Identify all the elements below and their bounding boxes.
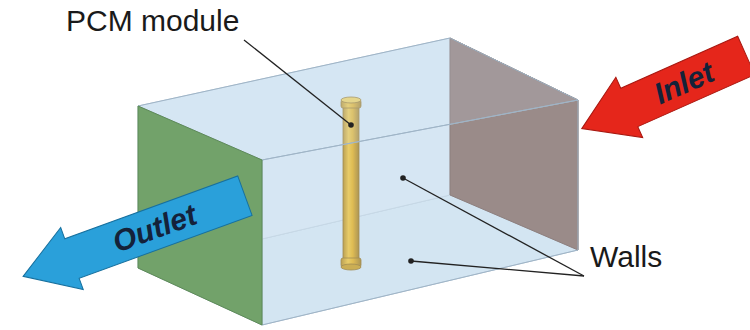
arrow-outline <box>568 25 750 159</box>
part-label: Walls <box>590 242 662 272</box>
part-label: PCM module <box>66 6 239 36</box>
inlet-arrow: Inlet <box>568 25 750 159</box>
leader-lines <box>244 40 584 276</box>
arrow-outline <box>12 165 256 308</box>
front-wall <box>262 100 578 325</box>
